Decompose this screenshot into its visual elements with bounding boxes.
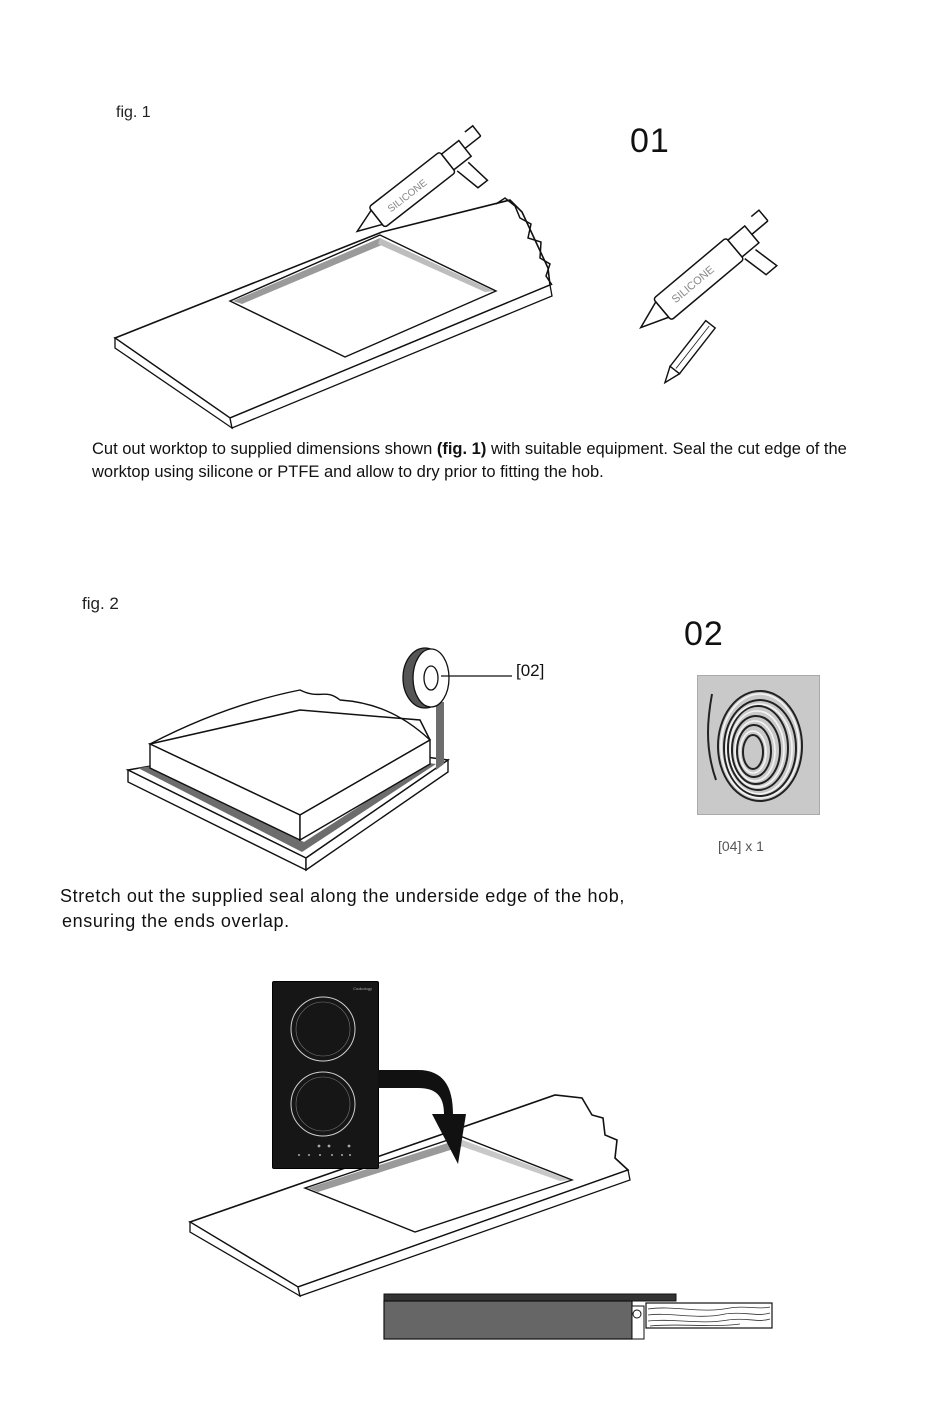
silicone-gun-tool-icon: SILICONE: [639, 209, 779, 330]
step-01-number: 01: [630, 122, 670, 160]
hob-burner-zones-icon: [290, 996, 356, 1156]
seal-callout-label: [02]: [516, 661, 545, 680]
hob-brand-logo: Cookology: [353, 986, 372, 991]
step-02-number: 02: [684, 615, 724, 653]
fig-2-label: fig. 2: [82, 594, 119, 613]
instruction-text-part2: with suitable equipment. Seal the cut ed…: [92, 440, 847, 481]
step-02-instruction-line1: Stretch out the supplied seal along the …: [60, 886, 625, 906]
seal-coil-icon: [707, 690, 803, 802]
ceramic-hob: Cookology: [272, 981, 379, 1169]
hob-cross-section-illustration: [383, 1293, 773, 1340]
step-02-instruction-line2: ensuring the ends overlap.: [62, 911, 290, 931]
silicone-gun-icon: SILICONE: [355, 124, 489, 233]
fig-1-label: fig. 1: [116, 104, 151, 121]
seal-coil-image: [697, 675, 820, 815]
part-quantity: [04] x 1: [718, 838, 764, 854]
step-01-instruction: Cut out worktop to supplied dimensions s…: [92, 438, 852, 484]
curved-arrow-icon: [378, 1070, 466, 1164]
pencil-icon: [663, 319, 717, 385]
instruction-text-part1: Cut out worktop to supplied dimensions s…: [92, 440, 437, 458]
instruction-fig-reference: (fig. 1): [436, 440, 487, 458]
